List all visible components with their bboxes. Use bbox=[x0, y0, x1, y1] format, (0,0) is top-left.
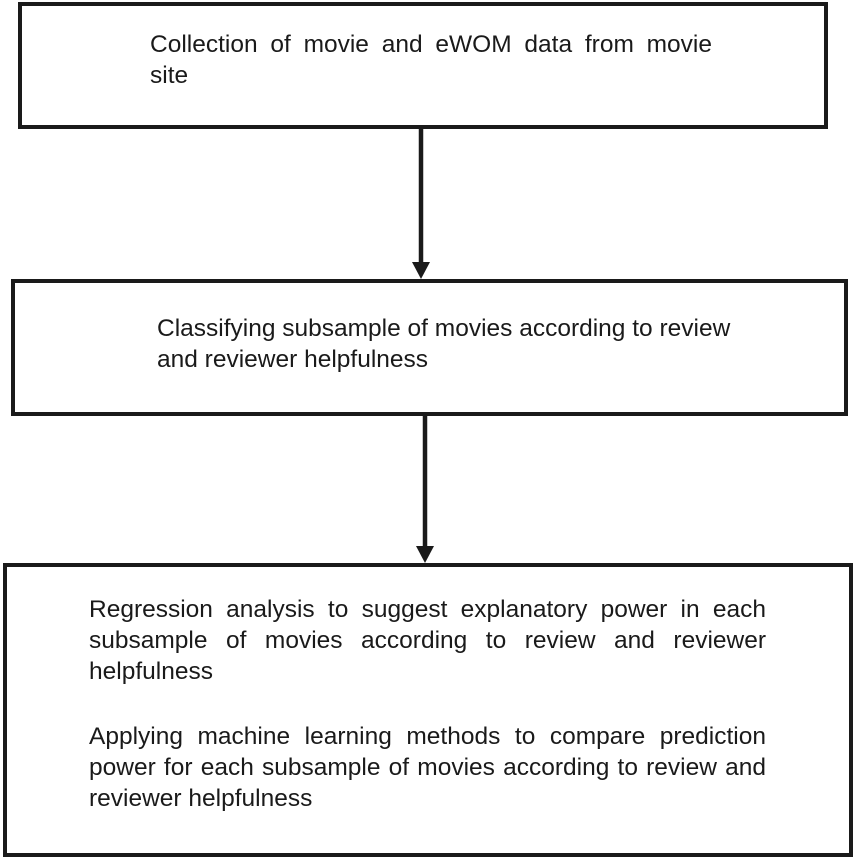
step-1-box: Collection of movie and eWOM data from m… bbox=[18, 2, 828, 129]
step-3-machine-learning-text: Applying machine learning methods to com… bbox=[89, 723, 766, 812]
step-2-text: Classifying subsample of movies accordin… bbox=[157, 315, 731, 373]
step-3-regression-text: Regression analysis to suggest explanato… bbox=[89, 596, 766, 685]
step-1-text: Collection of movie and eWOM data from m… bbox=[150, 31, 712, 89]
arrow-step1-to-step2 bbox=[412, 129, 430, 279]
step-2-box: Classifying subsample of movies accordin… bbox=[11, 279, 848, 416]
arrow-step2-to-step3 bbox=[416, 416, 434, 563]
step-3-box: Regression analysis to suggest explanato… bbox=[3, 563, 853, 857]
